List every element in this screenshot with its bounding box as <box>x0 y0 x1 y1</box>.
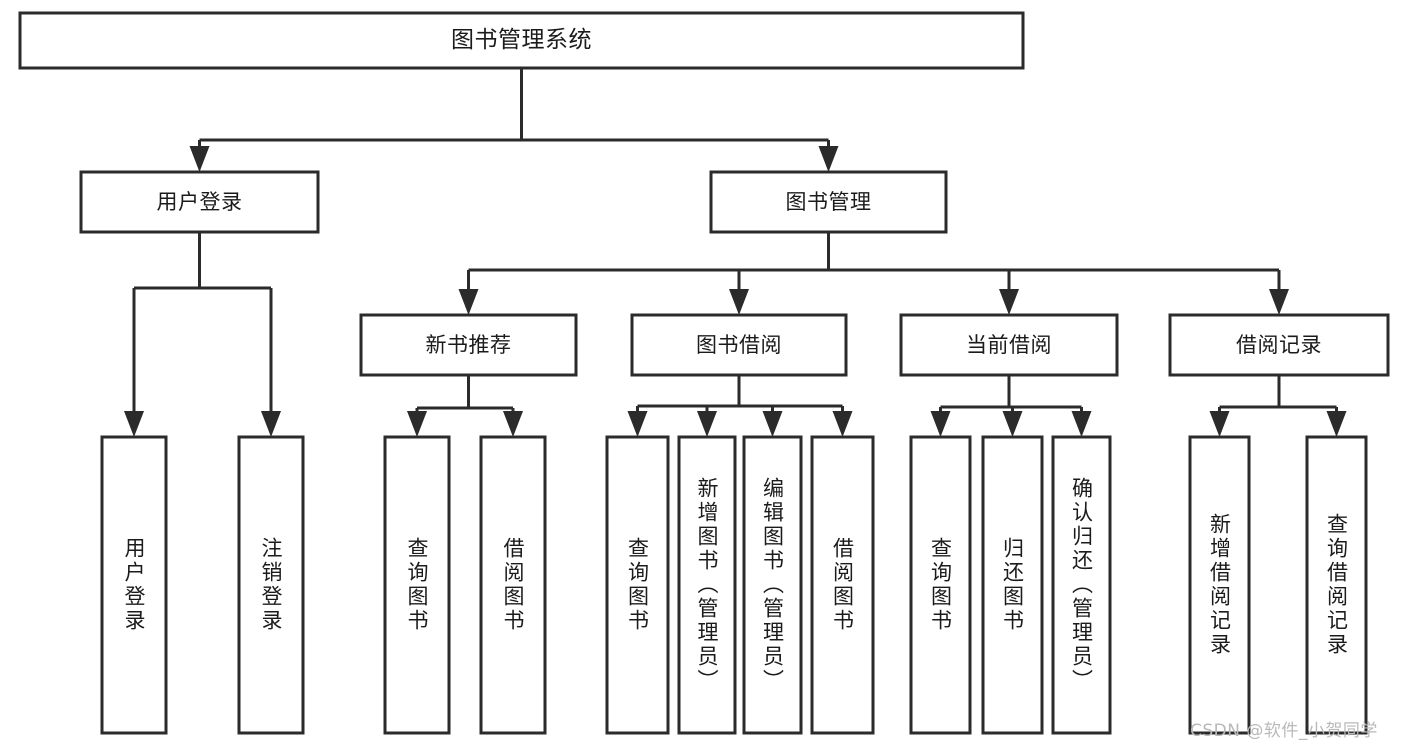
arrow-head-icon <box>407 411 427 437</box>
arrow-head-icon <box>818 146 839 172</box>
connector-group-l2_2 <box>930 375 1092 437</box>
arrow-head-icon <box>1326 411 1347 437</box>
node-box-leaf_2[interactable] <box>383 435 451 735</box>
node-box-leaf_6[interactable] <box>742 435 803 735</box>
arrow-head-icon <box>124 411 144 437</box>
arrow-head-icon <box>261 411 281 437</box>
node-box-l2_2[interactable] <box>899 313 1119 377</box>
node-box-leaf_10[interactable] <box>1051 435 1112 735</box>
arrow-head-icon <box>1002 411 1023 437</box>
node-box-leaf_3[interactable] <box>479 435 547 735</box>
arrow-head-icon <box>627 411 648 437</box>
arrow-head-icon <box>458 289 479 315</box>
arrow-head-icon <box>1071 411 1092 437</box>
arrow-head-icon <box>1209 411 1230 437</box>
node-box-root[interactable] <box>18 11 1025 70</box>
node-box-leaf_11[interactable] <box>1188 435 1251 735</box>
arrow-head-icon <box>832 411 853 437</box>
watermark-text: CSDN @软件_小贺同学 <box>1190 721 1378 741</box>
arrow-head-icon <box>999 289 1019 315</box>
arrow-head-icon <box>762 411 783 437</box>
node-box-l2_1[interactable] <box>630 313 848 377</box>
connector-group-l2_0 <box>407 375 523 437</box>
node-box-l1_1[interactable] <box>709 170 948 234</box>
node-box-leaf_0[interactable] <box>100 435 168 735</box>
arrow-head-icon <box>930 411 951 437</box>
arrow-head-icon <box>1269 289 1289 315</box>
node-box-layer <box>18 11 1390 735</box>
connector-group-root <box>189 68 839 172</box>
connector-layer <box>124 68 1347 437</box>
node-box-leaf_12[interactable] <box>1305 435 1368 735</box>
arrow-head-icon <box>189 146 210 172</box>
node-box-leaf_8[interactable] <box>909 435 972 735</box>
node-box-l2_0[interactable] <box>359 313 578 377</box>
node-box-leaf_1[interactable] <box>237 435 305 735</box>
arrow-head-icon <box>729 289 749 315</box>
connector-group-l2_3 <box>1209 375 1347 437</box>
connector-group-l1_1 <box>458 232 1289 315</box>
arrow-head-icon <box>697 411 717 437</box>
node-box-leaf_4[interactable] <box>605 435 670 735</box>
node-box-l1_0[interactable] <box>79 170 320 234</box>
node-box-l2_3[interactable] <box>1168 313 1390 377</box>
node-box-leaf_7[interactable] <box>810 435 875 735</box>
connector-group-l2_1 <box>627 375 853 437</box>
arrow-head-icon <box>503 411 523 437</box>
node-box-leaf_5[interactable] <box>677 435 737 735</box>
node-box-leaf_9[interactable] <box>981 435 1044 735</box>
connector-group-l1_0 <box>124 232 281 437</box>
